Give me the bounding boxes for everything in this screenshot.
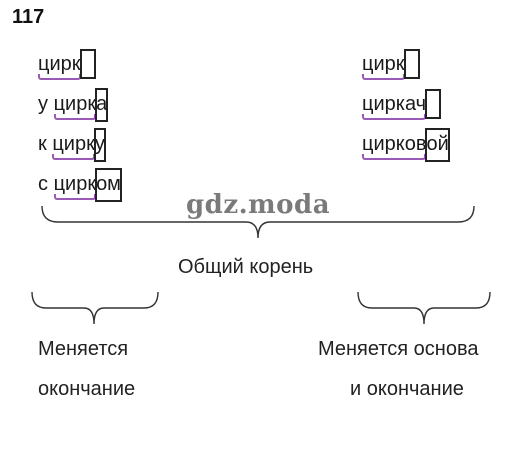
right-caption-line-1: Меняется основа [318,338,479,360]
left-caption-line-2: окончание [38,378,136,400]
ending-box: у [93,128,106,162]
exercise-number: 117 [12,6,45,28]
prefix: у [38,93,54,115]
left-form-3: к цирку [38,128,106,162]
root: цирк [53,93,97,120]
left-form-4: с цирком [38,168,122,202]
common-root-label: Общий корень [178,256,314,278]
right-brace [357,291,491,325]
root: цирк [53,173,97,200]
root: цирк [38,53,81,80]
left-form-2: у цирка [38,88,109,122]
root: цирк [362,53,405,80]
ending-box-empty [403,49,420,79]
root: цирк [52,133,95,160]
ending-box: а [95,88,109,122]
ending-box-empty [79,49,96,79]
right-form-3: цирковой [362,128,451,162]
left-caption-line-1: Меняется [38,338,129,360]
common-root-brace [41,205,475,239]
ending-box-empty [425,89,442,119]
left-brace [31,291,159,325]
watermark: gdz.moda [186,190,331,220]
prefix: к [38,133,53,155]
ending-box: ом [95,168,122,202]
left-form-1: цирк [38,49,96,80]
prefix: с [38,173,54,195]
right-caption-line-2: и окончание [350,378,464,400]
right-form-1: цирк [362,49,420,80]
ending-box: ой [425,128,451,162]
right-form-2: циркач [362,89,442,120]
